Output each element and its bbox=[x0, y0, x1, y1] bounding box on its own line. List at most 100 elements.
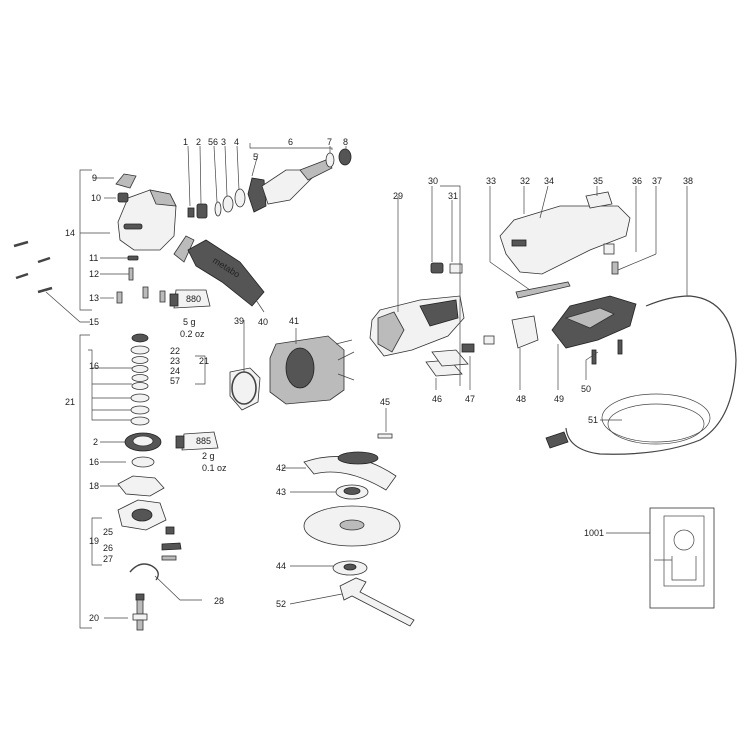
grease-amount-lower-oz: 0.1 oz bbox=[202, 463, 227, 473]
label-35: 35 bbox=[593, 176, 603, 186]
cover-34 bbox=[499, 205, 631, 275]
leader-lines bbox=[187, 143, 688, 605]
screws-15 bbox=[13, 240, 90, 323]
spindle-parts bbox=[187, 148, 352, 219]
label-44: 44 bbox=[276, 561, 286, 571]
label-16-lower: 16 bbox=[89, 457, 99, 467]
switch-47 bbox=[461, 335, 495, 353]
label-43: 43 bbox=[276, 487, 286, 497]
label-21-left: 21 bbox=[65, 397, 75, 407]
label-19: 19 bbox=[89, 536, 99, 546]
label-24: 24 bbox=[170, 366, 180, 376]
label-35 bbox=[585, 191, 613, 209]
spindle-20 bbox=[132, 593, 148, 631]
label-32: 32 bbox=[520, 176, 530, 186]
cover-plate-9 bbox=[115, 173, 137, 189]
label-21-right: 21 bbox=[199, 356, 209, 366]
screws-13 bbox=[116, 286, 166, 304]
label-36: 36 bbox=[632, 176, 642, 186]
label-38: 38 bbox=[683, 176, 693, 186]
label-52: 52 bbox=[276, 599, 286, 609]
label-31: 31 bbox=[448, 191, 458, 201]
label-26: 26 bbox=[103, 543, 113, 553]
label-7: 7 bbox=[327, 137, 332, 147]
label-27: 27 bbox=[103, 554, 113, 564]
label-11: 11 bbox=[89, 253, 98, 263]
label-22: 22 bbox=[170, 346, 180, 356]
label-4: 4 bbox=[234, 137, 239, 147]
motor-housing-29 bbox=[369, 295, 465, 357]
cable-38-51 bbox=[545, 295, 737, 455]
guard-42 bbox=[303, 451, 397, 491]
clip-36-37 bbox=[603, 243, 619, 275]
label-13: 13 bbox=[89, 293, 99, 303]
stator-41 bbox=[269, 335, 355, 405]
label-45: 45 bbox=[380, 397, 390, 407]
label-6: 6 bbox=[288, 137, 293, 147]
label-2-lower: 2 bbox=[93, 437, 98, 447]
part-labels: 1 2 56 3 4 5 6 7 8 9 10 14 11 12 13 15 1… bbox=[65, 137, 693, 623]
bracket-group-21 bbox=[79, 334, 206, 629]
label-25: 25 bbox=[103, 527, 113, 537]
label-3: 3 bbox=[221, 137, 226, 147]
label-56: 56 bbox=[208, 137, 218, 147]
label-1001: 1001 bbox=[584, 528, 604, 538]
label-2: 2 bbox=[196, 137, 201, 147]
label-34: 34 bbox=[544, 176, 554, 186]
label-57: 57 bbox=[170, 376, 180, 386]
label-5: 5 bbox=[253, 152, 258, 162]
wiring-diagram-1001 bbox=[649, 507, 715, 609]
label-33: 33 bbox=[486, 176, 496, 186]
label-18: 18 bbox=[89, 481, 99, 491]
grease-tube-upper-label: 880 bbox=[186, 294, 201, 304]
electronic-module-48 bbox=[511, 315, 539, 349]
label-40: 40 bbox=[258, 317, 268, 327]
label-39: 39 bbox=[234, 316, 244, 326]
grease-tube-lower: 885 2 g 0.1 oz bbox=[175, 431, 227, 473]
switch-rod-33 bbox=[515, 281, 571, 299]
label-28: 28 bbox=[214, 596, 224, 606]
label-12: 12 bbox=[89, 269, 99, 279]
gear-stack bbox=[117, 333, 165, 497]
label-10: 10 bbox=[91, 193, 101, 203]
grease-amount-lower-g: 2 g bbox=[202, 451, 215, 461]
grease-tube-lower-label: 885 bbox=[196, 436, 211, 446]
label-42: 42 bbox=[276, 463, 286, 473]
label-9: 9 bbox=[92, 173, 97, 183]
label-48: 48 bbox=[516, 394, 526, 404]
spindle-lock-10 bbox=[117, 192, 129, 203]
field-ring-39 bbox=[229, 367, 261, 411]
clamp-nut-44 bbox=[332, 560, 368, 576]
label-51: 51 bbox=[588, 415, 598, 425]
bearing-flange-19 bbox=[117, 499, 202, 601]
label-30: 30 bbox=[428, 176, 438, 186]
grease-tube-upper: 880 5 g 0.2 oz bbox=[169, 289, 211, 339]
brushes-30-31 bbox=[430, 262, 463, 274]
label-50: 50 bbox=[581, 384, 591, 394]
label-49: 49 bbox=[554, 394, 564, 404]
label-14: 14 bbox=[65, 228, 75, 238]
label-1: 1 bbox=[183, 137, 188, 147]
label-37: 37 bbox=[652, 176, 662, 186]
spring-11 bbox=[127, 255, 139, 261]
grinding-disc bbox=[303, 505, 401, 547]
label-16-upper: 16 bbox=[89, 361, 99, 371]
handle-shell-49 bbox=[551, 295, 637, 349]
grease-amount-upper-oz: 0.2 oz bbox=[180, 329, 205, 339]
screws-50 bbox=[591, 339, 623, 365]
gear-housing-14 bbox=[117, 189, 177, 251]
strip-45 bbox=[377, 433, 393, 439]
label-8: 8 bbox=[343, 137, 348, 147]
insulation-sheets-46 bbox=[425, 349, 469, 377]
flange-43 bbox=[335, 484, 369, 500]
label-29: 29 bbox=[393, 191, 403, 201]
label-23: 23 bbox=[170, 356, 180, 366]
label-20: 20 bbox=[89, 613, 99, 623]
label-15: 15 bbox=[89, 317, 99, 327]
bracket-group-14 bbox=[79, 169, 130, 311]
label-47: 47 bbox=[465, 394, 475, 404]
label-41: 41 bbox=[289, 316, 299, 326]
label-46: 46 bbox=[432, 394, 442, 404]
pin-12 bbox=[128, 267, 134, 281]
